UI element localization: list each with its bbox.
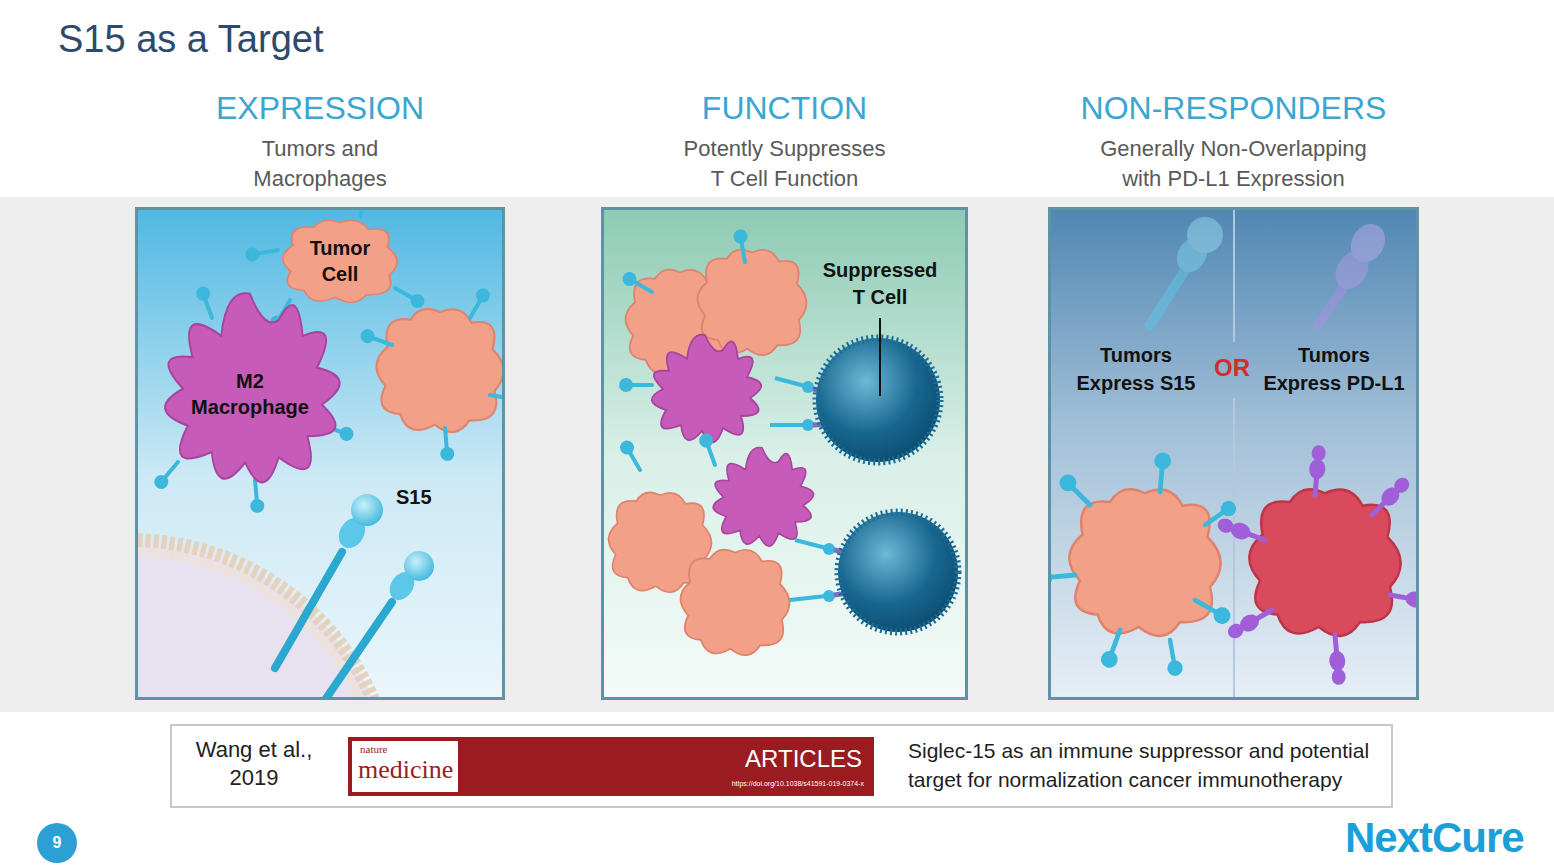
journal-banner: naturemedicine ARTICLES https://doi.org/10… (348, 737, 874, 796)
s15-receptor (151, 458, 183, 492)
tumor-cell: Tumor Cell (272, 212, 408, 310)
s15-receptor (1056, 471, 1096, 511)
group-label: Tumors Express PD-L1 (1259, 341, 1409, 397)
macrophage-outline (140, 278, 360, 510)
s15-stalk (325, 602, 392, 700)
journal-name-small: nature (360, 743, 387, 755)
s15-binding (770, 423, 805, 427)
column-subtitle: Tumors and Macrophages (230, 134, 410, 194)
column-panel: NON-RESPONDERSGenerally Non-Overlapping … (1048, 90, 1419, 700)
page-number-badge: 9 (37, 823, 77, 863)
macrophage-body (165, 293, 340, 482)
s15-binding (795, 540, 826, 548)
ghost-stalk (1150, 270, 1185, 325)
doi-link: https://doi.org/10.1038/s41591-019-0374-… (732, 779, 864, 788)
s15-receptor (438, 427, 455, 461)
membrane-outer (135, 540, 395, 700)
s15-head (823, 590, 835, 602)
citation-title: Siglec-15 as an immune suppressor and po… (908, 736, 1386, 794)
column-subtitle: Generally Non-Overlapping with PD-L1 Exp… (1084, 134, 1384, 194)
cell-label: Suppressed T Cell (818, 257, 942, 311)
column-subtitle: Potently Suppresses T Cell Function (679, 134, 891, 194)
s15-binding (790, 596, 826, 600)
pdl1-receptor (1307, 444, 1327, 495)
tumor-cell-shape (376, 309, 503, 432)
expression-scene (135, 207, 505, 700)
s15-receptor (392, 282, 428, 311)
journal-name: medicine (358, 754, 453, 786)
article-type: ARTICLES (745, 745, 862, 773)
citation-author: Wang et al., 2019 (188, 736, 320, 792)
receptor-label: S15 (396, 484, 432, 510)
cell-interior (135, 540, 395, 700)
s15-receptor (620, 269, 656, 298)
s15-receptor (1162, 639, 1183, 677)
ghost-pdl1 (1318, 218, 1392, 325)
s15-receptor (248, 479, 265, 513)
panel-ground (1048, 207, 1419, 700)
s15-receptor (1152, 452, 1172, 493)
s15-stalk (275, 552, 342, 668)
tumor-cell-body (283, 220, 397, 302)
column-panel: FUNCTIONPotently Suppresses T Cell Funct… (601, 90, 968, 700)
tumor-cell-outline (272, 212, 408, 310)
divider (1233, 207, 1235, 342)
citation-box: Wang et al., 2019 Siglec-15 as an immune … (170, 724, 1393, 808)
s15-receptor (1048, 567, 1076, 587)
column-heading: EXPRESSION (105, 90, 535, 126)
ghost-head (1344, 218, 1392, 269)
pdl1-receptor (1327, 634, 1347, 685)
s15-receptor (194, 285, 218, 321)
pdl1-receptor (1389, 587, 1419, 611)
s15-head (351, 494, 383, 526)
panel-ground (601, 207, 968, 700)
s15-receptor (732, 228, 752, 263)
s15-receptor (697, 432, 721, 468)
cell-label: Tumor Cell (300, 235, 380, 287)
s15-head (404, 551, 434, 581)
pdl1-receptor (1215, 515, 1267, 547)
s15-receptor (1099, 627, 1128, 670)
macrophage: M2 Macrophage (140, 278, 360, 510)
t-cell (816, 338, 940, 462)
ghost-head (1187, 217, 1223, 253)
s15-receptor (617, 438, 646, 474)
tumor-cell-shape (681, 550, 790, 656)
pdl1-receptor (1225, 603, 1276, 642)
cell-label: M2 Macrophage (185, 368, 315, 420)
s15-head (802, 419, 814, 431)
s15-head (823, 543, 835, 555)
panel-frame (1048, 207, 1419, 700)
non-responders-scene (1048, 207, 1419, 700)
column-panel: EXPRESSIONTumors and MacrophagesTumor Ce… (135, 90, 505, 700)
leader-line (879, 318, 881, 396)
group-label: Tumors Express S15 (1070, 341, 1202, 397)
column-heading: FUNCTION (571, 90, 998, 126)
s15-receptor (244, 243, 279, 263)
tumor-cell-shape (1069, 489, 1220, 636)
s15-binding (775, 378, 805, 386)
s15-receptor (619, 378, 652, 392)
pdl1-receptor (1366, 474, 1413, 521)
tumor-cell-shape (698, 250, 807, 356)
macrophage-shape (713, 447, 813, 546)
s15-receptor (1191, 593, 1234, 627)
company-logo: NextCure (1345, 814, 1524, 862)
or-label: OR (1214, 354, 1250, 382)
page-number: 9 (53, 834, 62, 852)
ghost-stalk (1318, 285, 1345, 325)
s15-head (802, 381, 814, 393)
macrophage-shape (652, 335, 762, 443)
divider (1233, 398, 1235, 700)
function-scene (601, 207, 968, 700)
membrane-inner (135, 552, 383, 700)
slide-title: S15 as a Target (58, 16, 323, 62)
t-cell (838, 512, 958, 632)
s15-receptor (464, 286, 493, 322)
column-heading: NON-RESPONDERS (1018, 90, 1449, 126)
ghost-s15 (1150, 217, 1223, 325)
s15-receptor (359, 327, 395, 351)
